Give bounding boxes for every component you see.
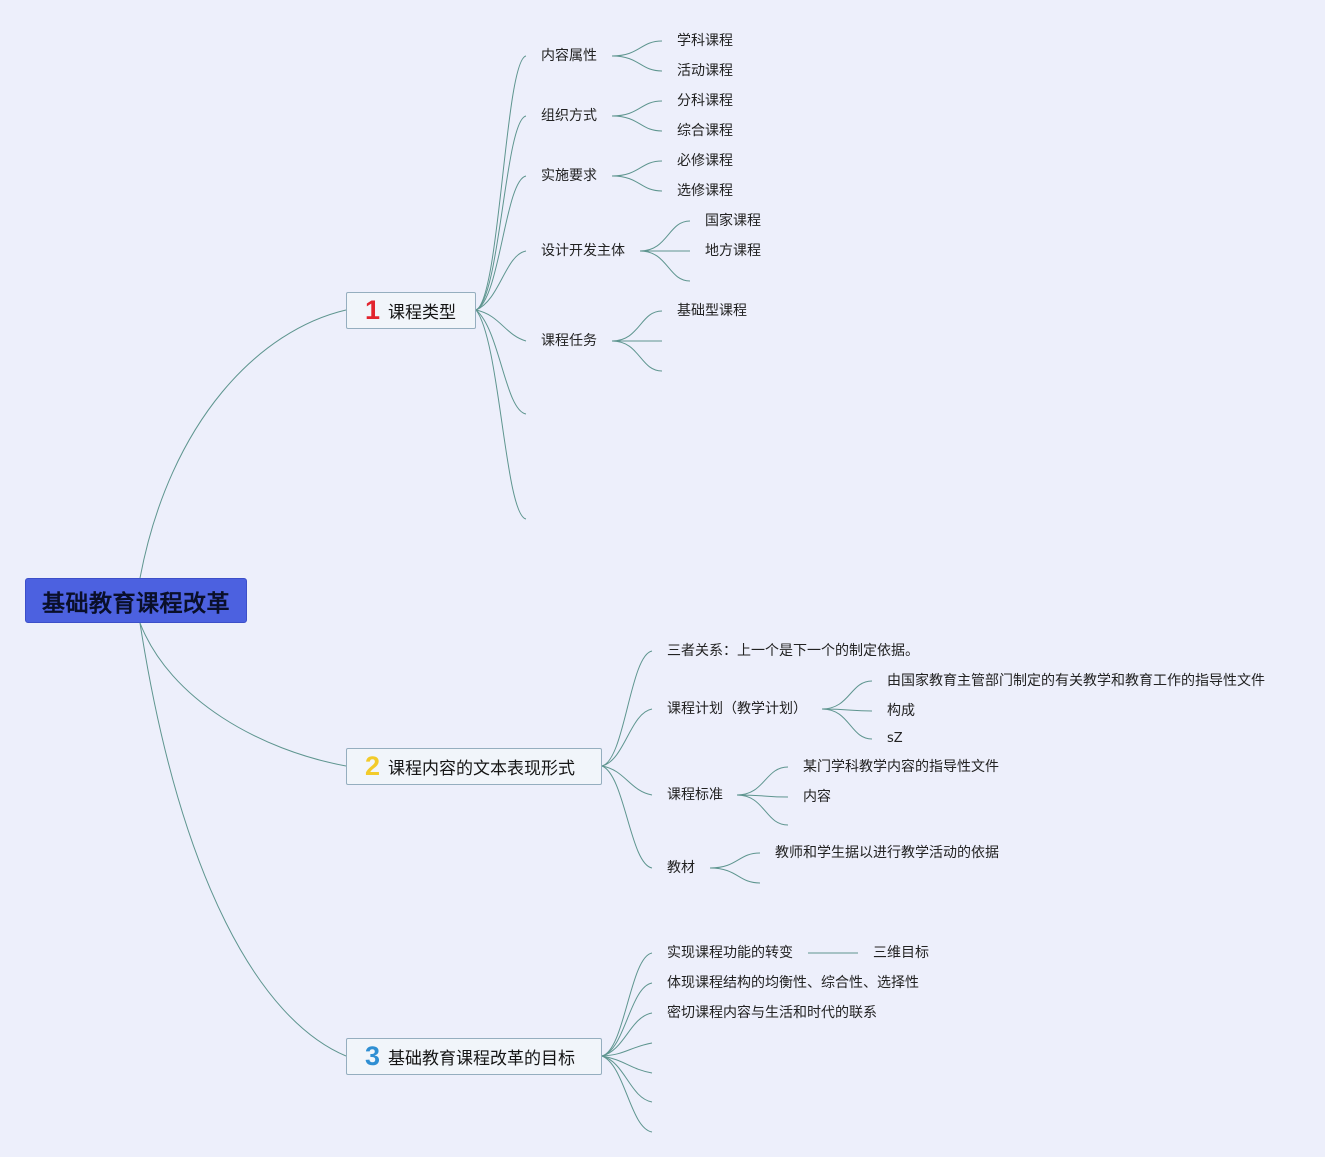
leaf-basic-course[interactable]: 基础型课程 — [677, 303, 747, 319]
leaf-textbook-definition[interactable]: 教师和学生据以进行教学活动的依据 — [775, 845, 999, 861]
branch-course-types-label: 课程类型 — [388, 303, 457, 323]
leaf-standard-content[interactable]: 内容 — [803, 789, 831, 805]
leaf-subject-course[interactable]: 学科课程 — [677, 33, 733, 49]
leaf-standard-definition[interactable]: 某门学科教学内容的指导性文件 — [803, 759, 999, 775]
number-1-marker: 1 — [365, 295, 381, 325]
subtopic-course-task[interactable]: 课程任务 — [541, 333, 597, 349]
number-3-marker: 3 — [365, 1041, 381, 1071]
subtopic-life-connection[interactable]: 密切课程内容与生活和时代的联系 — [667, 1005, 877, 1021]
leaf-integrated-course[interactable]: 综合课程 — [677, 123, 733, 139]
leaf-elective-course[interactable]: 选修课程 — [677, 183, 733, 199]
number-2-marker: 2 — [365, 751, 381, 781]
branch-text-forms[interactable]: 2 课程内容的文本表现形式 — [346, 748, 602, 785]
branch-course-types[interactable]: 1 课程类型 — [346, 292, 476, 329]
branch-text-forms-label: 课程内容的文本表现形式 — [388, 759, 576, 779]
subtopic-design-subject[interactable]: 设计开发主体 — [541, 243, 625, 259]
leaf-three-dimension-goal[interactable]: 三维目标 — [873, 945, 929, 961]
subtopic-content-attribute[interactable]: 内容属性 — [541, 48, 597, 64]
subtopic-textbook[interactable]: 教材 — [667, 860, 695, 876]
subtopic-organization[interactable]: 组织方式 — [541, 108, 597, 124]
connector-root-branch1 — [139, 309, 347, 579]
branch-reform-goals-label: 基础教育课程改革的目标 — [388, 1049, 576, 1069]
subtopic-course-standard[interactable]: 课程标准 — [667, 787, 723, 803]
subtopic-structure-balance[interactable]: 体现课程结构的均衡性、综合性、选择性 — [667, 975, 919, 991]
leaf-required-course[interactable]: 必修课程 — [677, 153, 733, 169]
branch-reform-goals[interactable]: 3 基础教育课程改革的目标 — [346, 1038, 602, 1075]
leaf-local-course[interactable]: 地方课程 — [705, 243, 761, 259]
subtopic-course-plan[interactable]: 课程计划（教学计划） — [667, 701, 807, 717]
connector-root-branch2 — [139, 622, 347, 767]
subtopic-implementation[interactable]: 实施要求 — [541, 168, 597, 184]
leaf-plan-definition[interactable]: 由国家教育主管部门制定的有关教学和教育工作的指导性文件 — [887, 673, 1265, 689]
leaf-national-course[interactable]: 国家课程 — [705, 213, 761, 229]
subtopic-function-change[interactable]: 实现课程功能的转变 — [667, 945, 793, 961]
subtopic-three-relationship[interactable]: 三者关系：上一个是下一个的制定依据。 — [667, 643, 919, 659]
connector-root-branch3 — [139, 622, 347, 1057]
root-topic[interactable]: 基础教育课程改革 — [25, 578, 247, 623]
leaf-activity-course[interactable]: 活动课程 — [677, 63, 733, 79]
leaf-plan-sz[interactable]: sZ — [887, 731, 903, 746]
leaf-plan-composition[interactable]: 构成 — [887, 703, 915, 719]
leaf-divided-course[interactable]: 分科课程 — [677, 93, 733, 109]
root-topic-label: 基础教育课程改革 — [42, 590, 230, 617]
